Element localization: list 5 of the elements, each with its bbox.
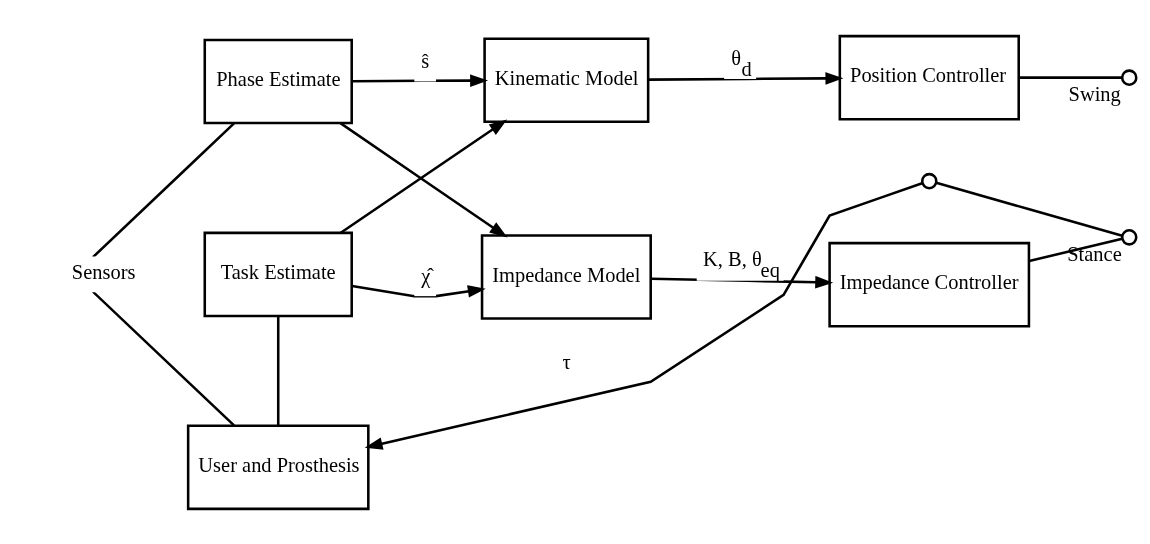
edge-label: τ	[562, 350, 571, 373]
edge-label: Sensors	[71, 260, 136, 283]
node-label: Swing	[1068, 82, 1121, 105]
edge-label: ŝ	[421, 49, 430, 72]
node-label: Stance	[1067, 242, 1122, 265]
